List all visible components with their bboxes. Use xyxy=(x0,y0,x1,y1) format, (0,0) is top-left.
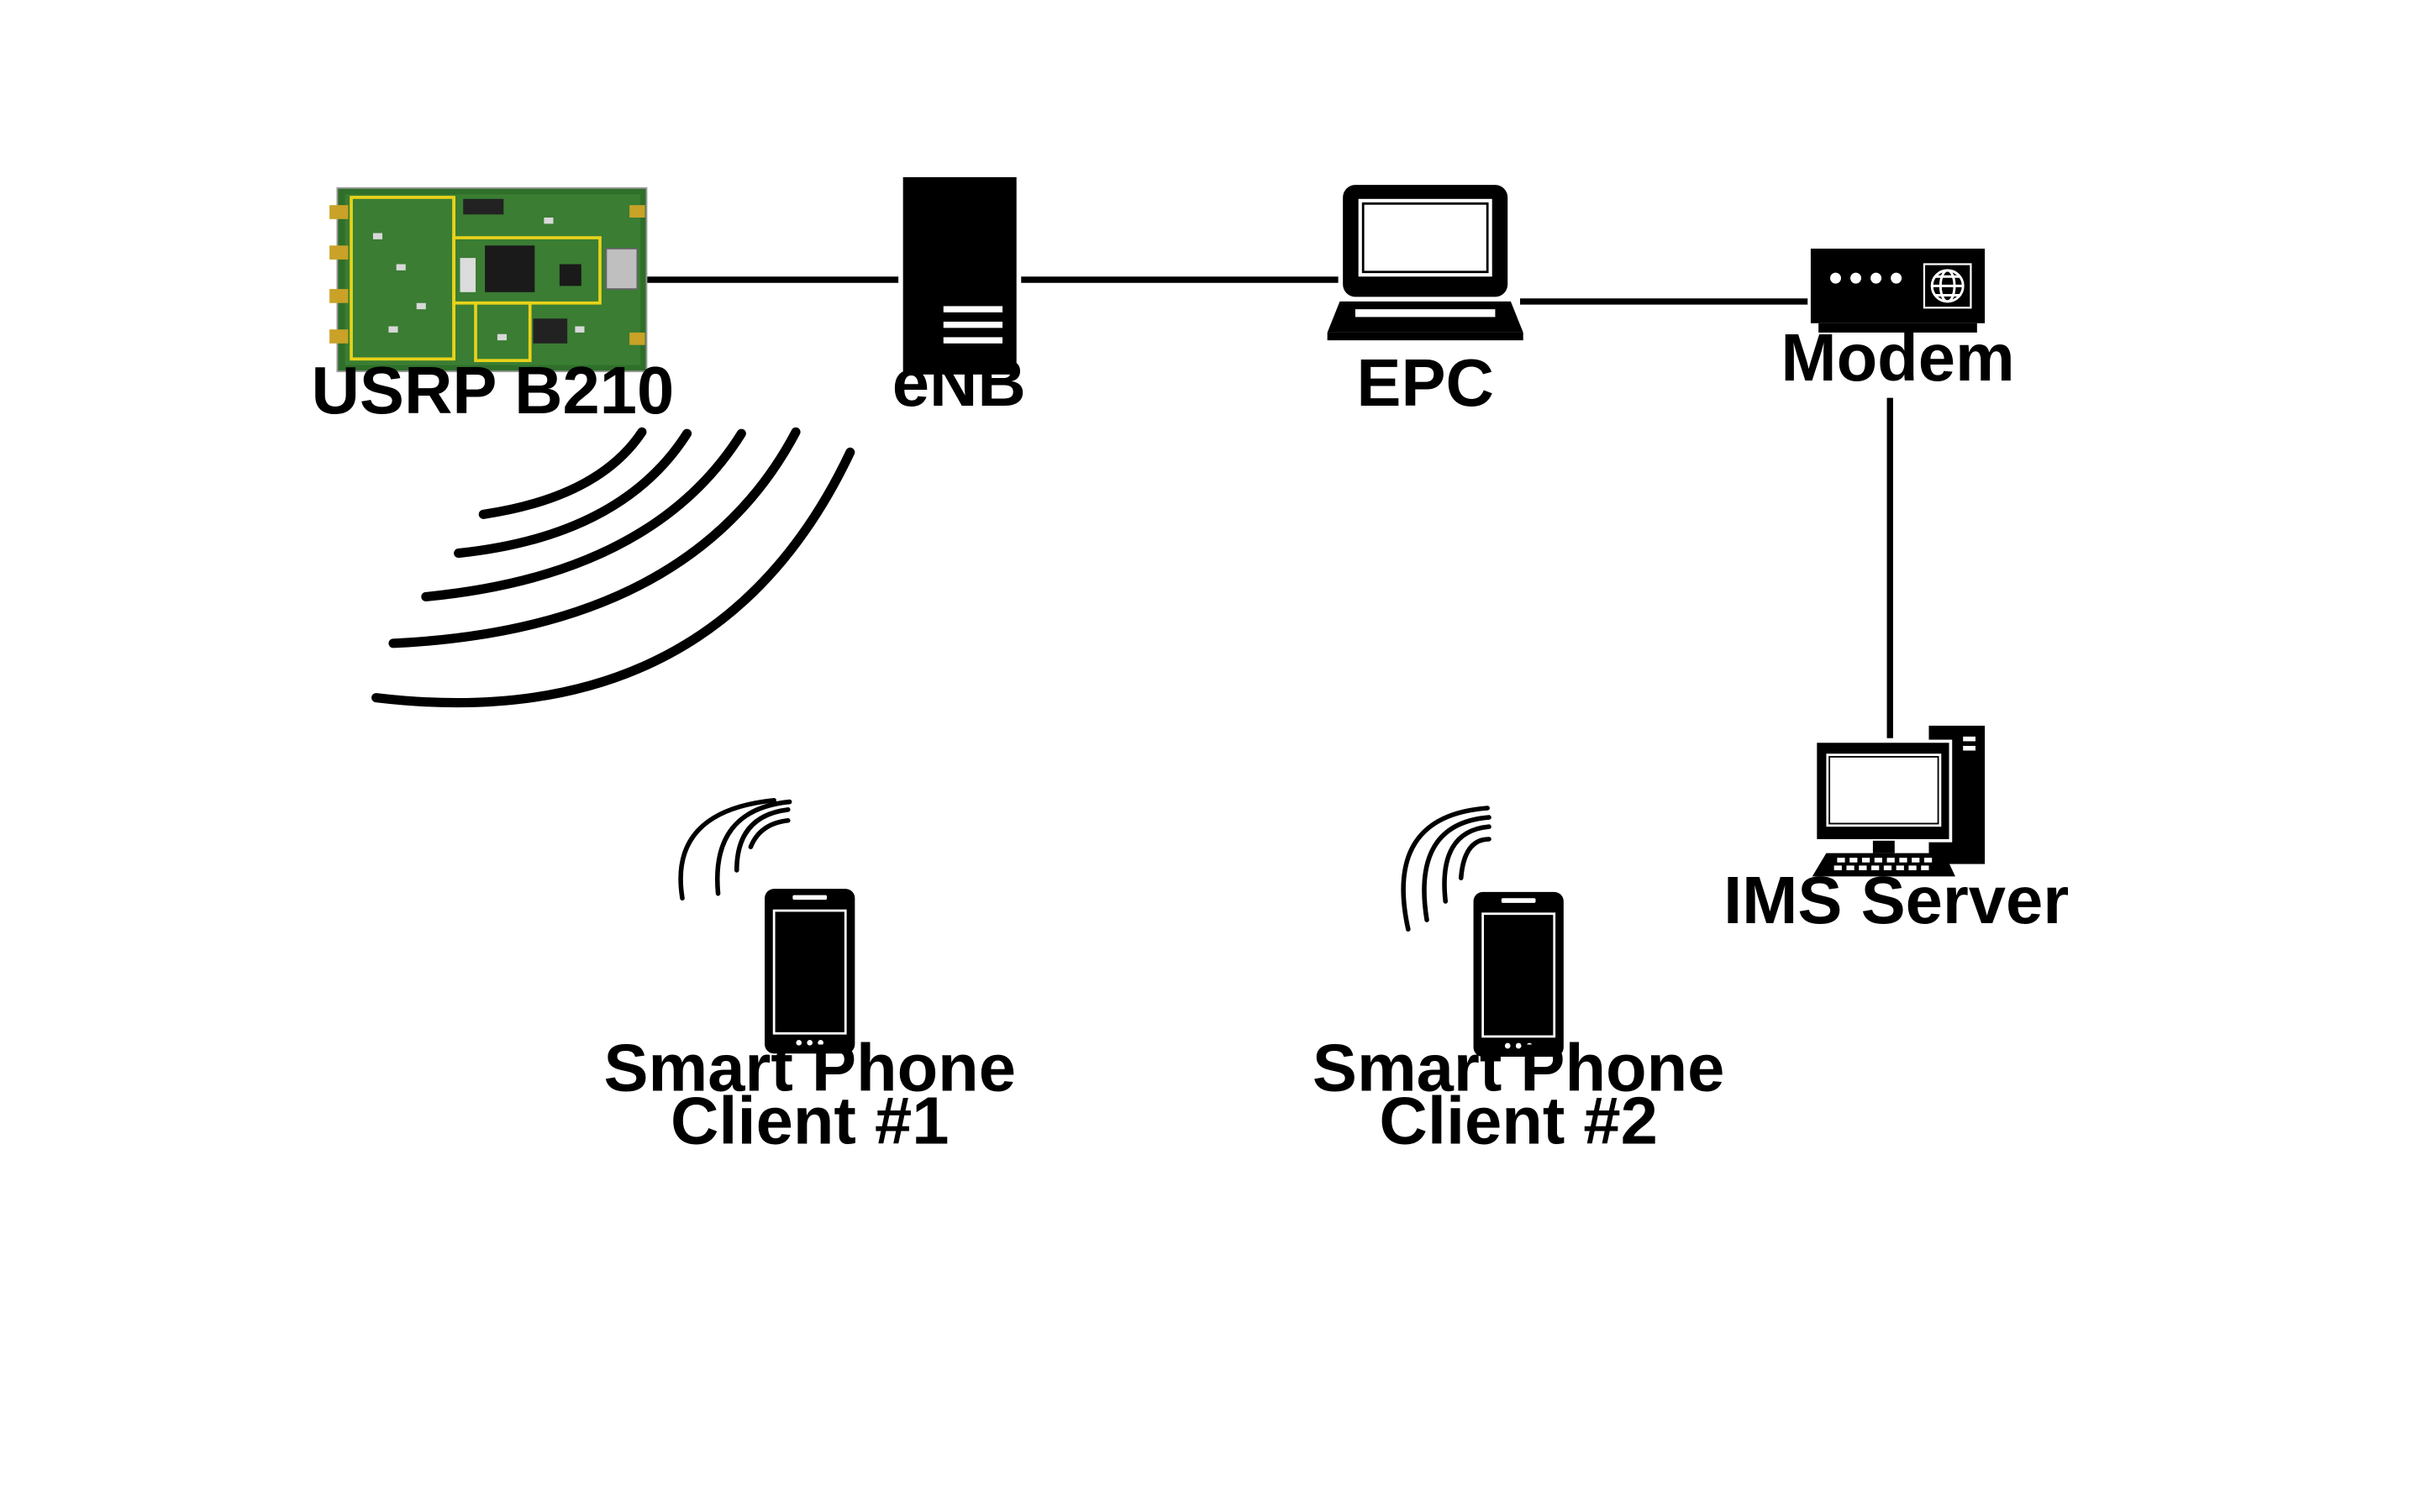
modem-icon xyxy=(1810,248,1986,333)
server-icon xyxy=(902,176,1017,375)
phone1-signal-icon xyxy=(678,797,792,901)
enb-label: eNB xyxy=(892,345,1026,420)
ims-label: IMS Server xyxy=(1723,863,2069,937)
laptop-icon xyxy=(1327,185,1523,341)
connections xyxy=(646,276,1893,738)
desktop-computer-icon xyxy=(1812,725,1986,877)
globe-icon xyxy=(1923,263,1972,309)
wireless-signal-icon xyxy=(371,427,855,708)
phone1-label-line2: Client #1 xyxy=(671,1084,949,1158)
smartphone-icon xyxy=(1401,806,1564,1057)
usrp-label: USRP B210 xyxy=(311,353,674,428)
phone2-label-line2: Client #2 xyxy=(1379,1084,1657,1158)
phone2-label-line1: Smart Phone xyxy=(1313,1031,1725,1105)
modem-label: Modem xyxy=(1781,320,2014,395)
usrp-board-icon xyxy=(329,186,648,373)
phone2-signal-icon xyxy=(1401,806,1491,932)
smartphone-icon xyxy=(678,797,855,1054)
epc-label: EPC xyxy=(1356,345,1494,420)
phone1-label-line1: Smart Phone xyxy=(603,1031,1016,1105)
